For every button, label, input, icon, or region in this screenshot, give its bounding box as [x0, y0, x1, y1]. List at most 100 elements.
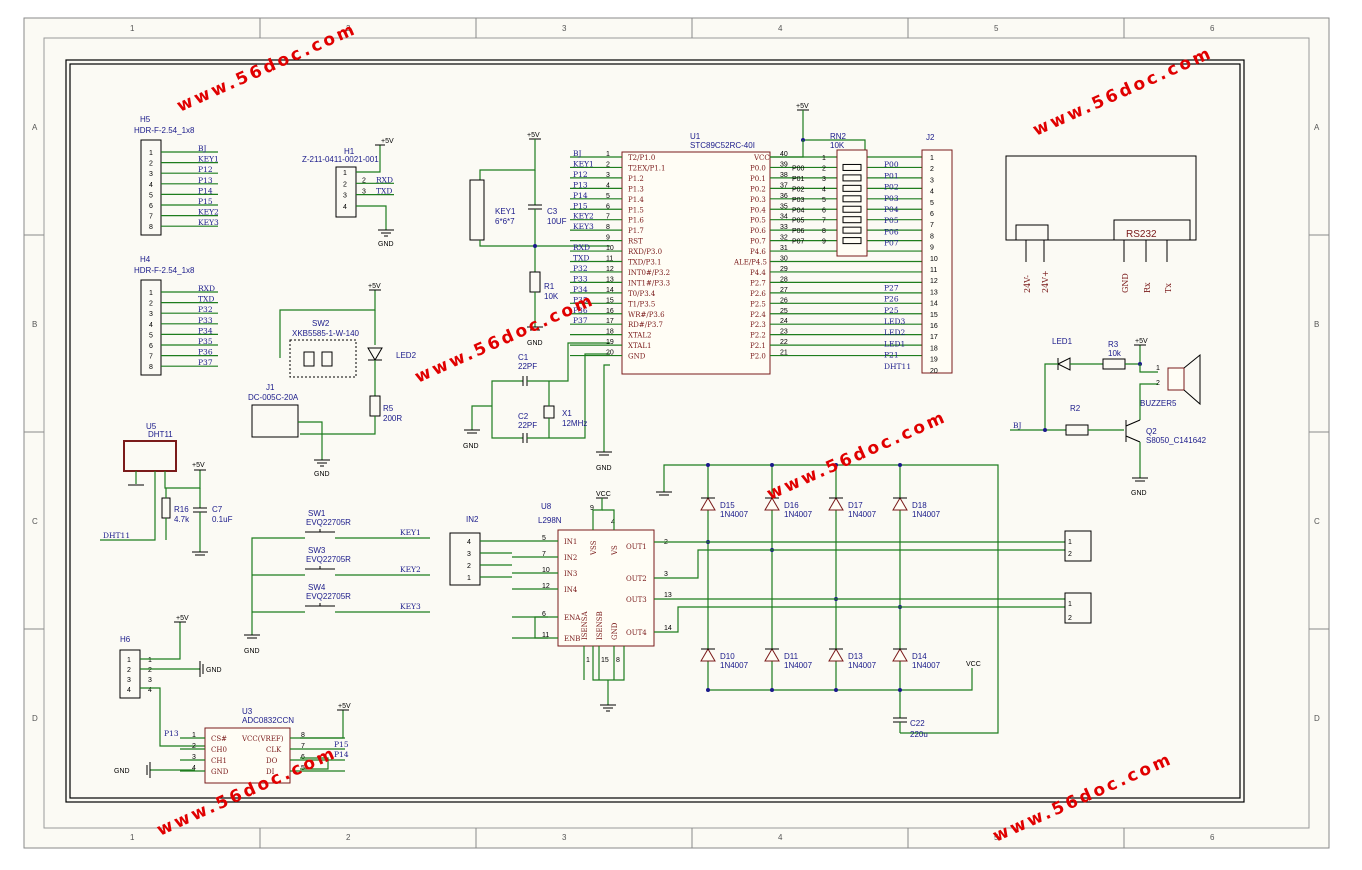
- pin-number: 13: [930, 289, 938, 296]
- u1-ref: U1: [690, 132, 701, 141]
- diode-symbol: [828, 648, 844, 662]
- pin-number: 32: [780, 235, 788, 242]
- u5-vcc: +5V: [192, 462, 205, 469]
- pin-number: 20: [606, 350, 614, 357]
- pin-number: 26: [780, 297, 788, 304]
- u8-vcc: VCC: [596, 491, 611, 498]
- r1-ref: R1: [544, 282, 555, 291]
- buzzer-body: [1167, 367, 1185, 391]
- pin-number: 2: [192, 743, 196, 750]
- pin-number: 8: [149, 364, 153, 371]
- diode-value: 1N4007: [848, 510, 877, 519]
- h4-ref: H4: [140, 255, 151, 264]
- pin-number: 2: [127, 667, 131, 674]
- pin-number: 3: [930, 177, 934, 184]
- pin-number: 18: [606, 329, 614, 336]
- q2-value: S8050_C141642: [1146, 436, 1207, 445]
- rn2-element: [842, 174, 862, 182]
- pin-name: XTAL2: [628, 332, 651, 340]
- grid-row-label: C: [1314, 517, 1320, 526]
- pin-number: 3: [149, 171, 153, 178]
- net-label: P32: [198, 305, 213, 314]
- pin-number: 6: [542, 611, 546, 618]
- switch-value: EVQ22705R: [306, 518, 351, 527]
- j2-body: [921, 149, 953, 374]
- buzzer-section: LED1 R3 10k +5V 1 2 BUZZER5 BJ R2 Q2 S80…: [1010, 337, 1207, 497]
- pin-name: RST: [628, 238, 643, 246]
- pin-name: P1.4: [628, 196, 644, 204]
- pin-name: P2.5: [750, 300, 766, 308]
- pin-name: P1.6: [628, 217, 644, 225]
- switch-value: EVQ22705R: [306, 592, 351, 601]
- h1-vcc: +5V: [381, 138, 394, 145]
- net-label: KEY1: [400, 528, 421, 537]
- rn2-value: 10K: [830, 141, 845, 150]
- u8-value: L298N: [538, 516, 562, 525]
- rn2-element: [842, 163, 862, 171]
- r1-value: 10K: [544, 292, 559, 301]
- rn2-vcc: +5V: [796, 103, 809, 110]
- grid-col-label: 2: [346, 24, 351, 33]
- pin-number: 2: [606, 161, 610, 168]
- pin-number: 13: [664, 592, 672, 599]
- pin-number: 4: [467, 539, 471, 546]
- pin-number: 3: [127, 677, 131, 684]
- pin-number: 3: [822, 176, 826, 183]
- pin-number: 12: [606, 266, 614, 273]
- net-label: TXD: [198, 295, 214, 304]
- diode-ref: D11: [784, 652, 799, 661]
- net-label: BJ: [198, 144, 207, 153]
- pin-number: 11: [542, 632, 549, 639]
- pin-name: CH0: [211, 746, 227, 754]
- pin-number: 7: [930, 222, 934, 229]
- led2-ref: LED2: [396, 351, 417, 360]
- pin-number: 7: [149, 214, 153, 221]
- pin-number: 21: [780, 350, 788, 357]
- h6-ref: H6: [120, 635, 131, 644]
- sw-gnd: GND: [244, 648, 260, 655]
- q2-ref: Q2: [1146, 427, 1157, 436]
- net-label: RXD: [573, 243, 590, 252]
- grid-row-label: B: [1314, 320, 1319, 329]
- sheet-border-inner: [69, 63, 1241, 799]
- rs232-pin-label: GND: [1121, 273, 1130, 293]
- pin-name: P1.2: [628, 175, 644, 183]
- net-label: P13: [573, 180, 588, 189]
- net-label: P14: [334, 750, 349, 759]
- rn2-element: [842, 226, 862, 234]
- net-label: P03: [884, 194, 899, 203]
- pin-number: 8: [616, 657, 620, 664]
- motor-b-pin-2: 2: [1068, 615, 1072, 622]
- r1-gnd: GND: [527, 340, 543, 347]
- pin-number: 15: [930, 312, 938, 319]
- pin-name: VSS: [590, 540, 598, 556]
- diode-ref: D17: [848, 501, 863, 510]
- crystal-gnd: GND: [463, 443, 479, 450]
- pin-name: WR#/P3.6: [628, 311, 665, 319]
- grid-col-label: 5: [994, 24, 999, 33]
- pin-number: 9: [930, 245, 934, 252]
- h1-vcc-wire: [356, 145, 381, 173]
- diode-value: 1N4007: [720, 661, 749, 670]
- diode-value: 1N4007: [912, 510, 941, 519]
- pin-name: P1.3: [628, 185, 644, 193]
- pin-index: 2: [148, 667, 152, 674]
- c22-value: 220u: [910, 730, 928, 739]
- led1-ref: LED1: [1052, 337, 1073, 346]
- pin-index: 4: [148, 687, 152, 694]
- pin-name: T2/P1.0: [628, 154, 655, 162]
- pin-number: 6: [606, 203, 610, 210]
- net-label: P34: [198, 326, 213, 335]
- q2-emitter: [1125, 435, 1141, 443]
- pin-number: 12: [930, 278, 938, 285]
- u1-body: [621, 151, 771, 375]
- net-label: P34: [573, 285, 588, 294]
- junction: [1043, 428, 1047, 432]
- switch-ref: SW4: [308, 583, 326, 592]
- junction: [706, 688, 710, 692]
- pin-number: 9: [822, 239, 826, 246]
- pin-number: 38: [780, 172, 788, 179]
- pin-name: P4.6: [750, 248, 766, 256]
- pin-name: P0.1: [750, 175, 766, 183]
